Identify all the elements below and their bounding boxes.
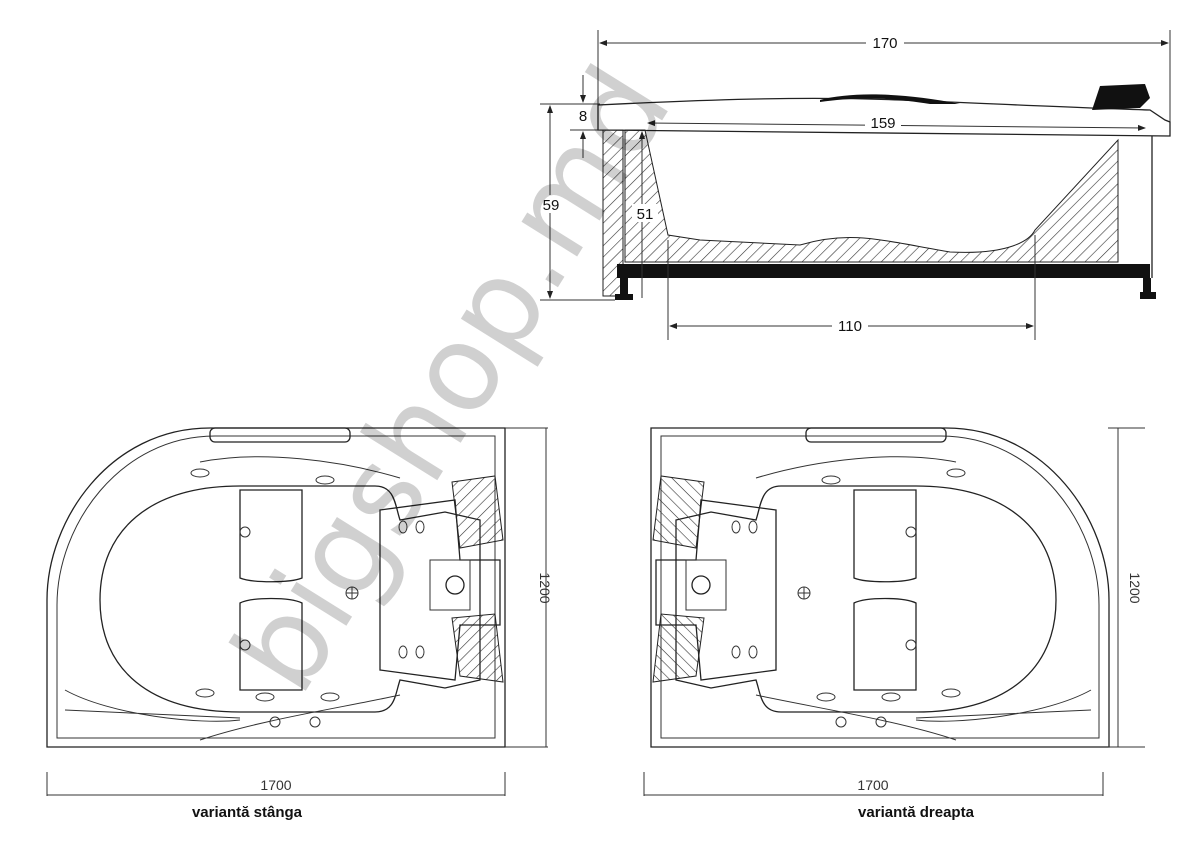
- dim-height: 59: [543, 197, 560, 214]
- dim-width-right: 1200: [1127, 572, 1143, 603]
- dim-length-right: 1700: [857, 777, 888, 793]
- dim-length-left: 1700: [260, 777, 291, 793]
- plan-left: 1200 1700 variantă stânga: [46, 427, 553, 821]
- dim-bottom: 110: [838, 318, 862, 335]
- dim-width-left: 1200: [537, 572, 553, 603]
- plan-right: 1200 1700 variantă dreapta: [643, 427, 1145, 821]
- dim-inner-length: 159: [870, 115, 895, 132]
- caption-left: variantă stânga: [192, 804, 303, 821]
- dim-total-length: 170: [872, 35, 897, 52]
- dim-depth: 51: [637, 206, 654, 223]
- dim-rim: 8: [579, 108, 587, 125]
- caption-right: variantă dreapta: [858, 804, 975, 821]
- tub-plan-right: [650, 427, 1110, 748]
- watermark: bigshop.md: [207, 44, 699, 716]
- side-view: 170 159 59 8 51 110: [538, 30, 1171, 340]
